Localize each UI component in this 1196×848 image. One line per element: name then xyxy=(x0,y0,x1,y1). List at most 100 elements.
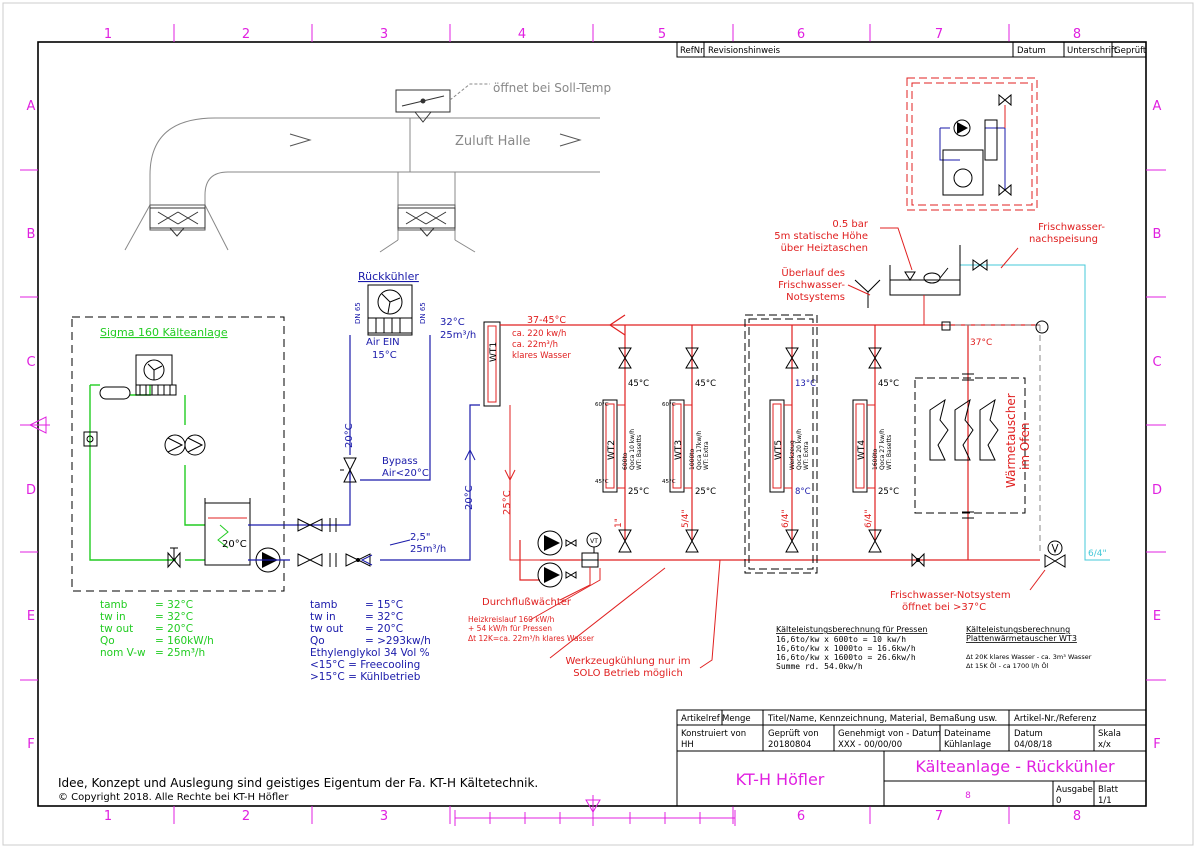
svg-text:Frischwasser-: Frischwasser- xyxy=(778,280,845,291)
svg-text:Überlauf des: Überlauf des xyxy=(781,266,845,279)
row-label: D xyxy=(26,483,36,498)
svg-text:tamb: tamb xyxy=(310,599,338,611)
svg-text:Frischwasser-Notsystem: Frischwasser-Notsystem xyxy=(890,590,1011,601)
hall-fan-units xyxy=(149,207,456,237)
svg-text:Air<20°C: Air<20°C xyxy=(382,468,429,479)
svg-text:0: 0 xyxy=(1056,796,1061,806)
revision-table: RefNr Revisionshinweis Datum Unterschrif… xyxy=(676,41,1147,58)
svg-text:= 15°C: = 15°C xyxy=(365,599,403,611)
exchanger-temp-bottom: 25°C xyxy=(695,487,716,497)
svg-text:15°C: 15°C xyxy=(372,350,397,361)
exchanger-temp-top: 45°C xyxy=(628,379,649,389)
svg-text:= 32°C: = 32°C xyxy=(365,611,403,623)
exchanger-pipe-size: 6/4" xyxy=(781,509,791,528)
svg-text:Notsystems: Notsystems xyxy=(786,292,845,303)
pumps-flowswitch: VT xyxy=(537,530,602,601)
svg-text:Heizkreislauf 160 kW/h: Heizkreislauf 160 kW/h xyxy=(468,615,555,624)
svg-text:über Heiztaschen: über Heiztaschen xyxy=(781,243,868,254)
svg-text:37°C: 37°C xyxy=(970,338,992,348)
svg-text:Genehmigt von - Datum: Genehmigt von - Datum xyxy=(838,729,941,739)
damper-label: öffnet bei Soll-Temp xyxy=(493,81,611,95)
svg-text:Ausgabe: Ausgabe xyxy=(1056,785,1093,795)
rev-header: Geprüft xyxy=(1114,46,1147,56)
exchanger-connection xyxy=(867,404,876,489)
col-label: 1 xyxy=(104,27,112,42)
svg-text:Δt 20K klares Wasser - ca. 3m³: Δt 20K klares Wasser - ca. 3m³ Wasser xyxy=(966,653,1092,661)
oven-heat-exchanger: 37°C Wärmetauscher im Ofen xyxy=(914,338,1032,519)
row-labels-left: A B C D E F xyxy=(26,99,36,752)
detail-view xyxy=(906,77,1038,211)
svg-text:öffnet bei >37°C: öffnet bei >37°C xyxy=(902,602,986,613)
svg-text:25°C: 25°C xyxy=(502,490,513,515)
drycooler-title: Rückkühler xyxy=(358,270,419,283)
exchanger-spec: Werkzeug xyxy=(789,440,796,470)
svg-text:Datum: Datum xyxy=(1014,729,1043,739)
rev-header: RefNr xyxy=(680,46,704,56)
freshwater-labels: 0.5 bar 5m statische Höhe über Heiztasch… xyxy=(774,219,1105,303)
svg-text:37-45°C: 37-45°C xyxy=(527,315,566,326)
col-label: 6 xyxy=(797,809,805,824)
exchanger-oil-bottom: 45°C xyxy=(662,479,676,485)
svg-text:25m³/h: 25m³/h xyxy=(440,330,476,341)
svg-text:04/08/18: 04/08/18 xyxy=(1014,740,1052,750)
top-valve-icon xyxy=(868,347,882,369)
exchanger-spec: Qoca 10 kw/h xyxy=(629,429,636,470)
exchanger-spec: 1600to xyxy=(872,448,879,470)
exchanger-spec: 1000to xyxy=(689,448,696,470)
svg-text:Titel/Name, Kennzeichnung, Mat: Titel/Name, Kennzeichnung, Material, Bem… xyxy=(767,714,997,724)
drycooler-unit: Rückkühler DN 65 DN 65 Air EIN 15°C 32°C… xyxy=(248,270,480,567)
svg-text:20°C: 20°C xyxy=(344,423,355,448)
copyright: © Copyright 2018. Alle Rechte bei KT-H H… xyxy=(58,792,289,803)
svg-text:>15°C = Kühlbetrieb: >15°C = Kühlbetrieb xyxy=(310,671,421,683)
exchanger-oil-top: 60°C xyxy=(595,402,609,408)
calc-presses: Kälteleistungsberechnung für Pressen 16,… xyxy=(776,625,927,671)
row-label: B xyxy=(1153,227,1162,242)
svg-text:Air EIN: Air EIN xyxy=(366,337,400,348)
svg-text:Kälteleistungsberechnung für P: Kälteleistungsberechnung für Pressen xyxy=(776,625,927,634)
exchanger-spec: WT: Extra xyxy=(703,441,710,470)
bottom-valve-icon xyxy=(785,529,799,553)
exchanger-body xyxy=(602,399,618,493)
svg-text:Menge: Menge xyxy=(722,714,751,724)
exchanger-core xyxy=(672,403,682,489)
col-label: 8 xyxy=(1073,809,1081,824)
svg-text:= 32°C: = 32°C xyxy=(155,599,193,611)
svg-text:= 32°C: = 32°C xyxy=(155,611,193,623)
svg-text:Geprüft von: Geprüft von xyxy=(768,729,819,739)
column-labels-top: 1 2 3 4 5 6 7 8 xyxy=(104,27,1081,42)
freshwater-pipe: 6/4" xyxy=(1088,549,1107,559)
svg-text:Kühlanlage: Kühlanlage xyxy=(944,740,991,750)
exchanger-label: WT3 xyxy=(674,440,684,460)
exchanger-temp-top: 13°C xyxy=(795,379,816,389)
svg-text:tw in: tw in xyxy=(100,611,126,623)
svg-text:Konstruiert von: Konstruiert von xyxy=(681,729,746,739)
top-valve-icon xyxy=(618,347,632,369)
exchanger-spec: Qoca 17kw/h xyxy=(696,431,703,470)
col-label: 7 xyxy=(935,809,943,824)
svg-text:tw in: tw in xyxy=(310,611,336,623)
row-label: C xyxy=(1152,355,1161,370)
svg-text:tamb: tamb xyxy=(100,599,128,611)
svg-text:Qo: Qo xyxy=(100,635,115,647)
title-block: Artikelref Menge Titel/Name, Kennzeichnu… xyxy=(676,709,1147,807)
col-label: 5 xyxy=(658,27,666,42)
row-labels-right: A B C D E F xyxy=(1152,99,1162,752)
exchanger-pipe-size: 1" xyxy=(614,518,624,528)
exchanger-body xyxy=(669,399,685,493)
svg-text:Skala: Skala xyxy=(1098,729,1121,739)
svg-text:Wärmetauscher: Wärmetauscher xyxy=(1004,393,1018,488)
svg-text:16,6to/kw x 600to = 10 kw: 16,6to/kw x 600to = 10 kw/h xyxy=(776,635,906,644)
exchanger-label: WT2 xyxy=(607,440,617,460)
rev-header: Revisionshinweis xyxy=(708,46,781,56)
row-label: D xyxy=(1152,483,1162,498)
exchanger-spec: 600to xyxy=(622,452,629,470)
exchanger-temp-bottom: 25°C xyxy=(878,487,899,497)
svg-text:Blatt: Blatt xyxy=(1098,785,1119,795)
exchanger-spec: WT: Basetts xyxy=(636,435,643,470)
col-label: 1 xyxy=(104,809,112,824)
svg-text:= 25m³/h: = 25m³/h xyxy=(155,647,205,659)
svg-text:nachspeisung: nachspeisung xyxy=(1029,234,1098,245)
exchanger-connection xyxy=(617,404,626,489)
col-label: 8 xyxy=(1073,27,1081,42)
